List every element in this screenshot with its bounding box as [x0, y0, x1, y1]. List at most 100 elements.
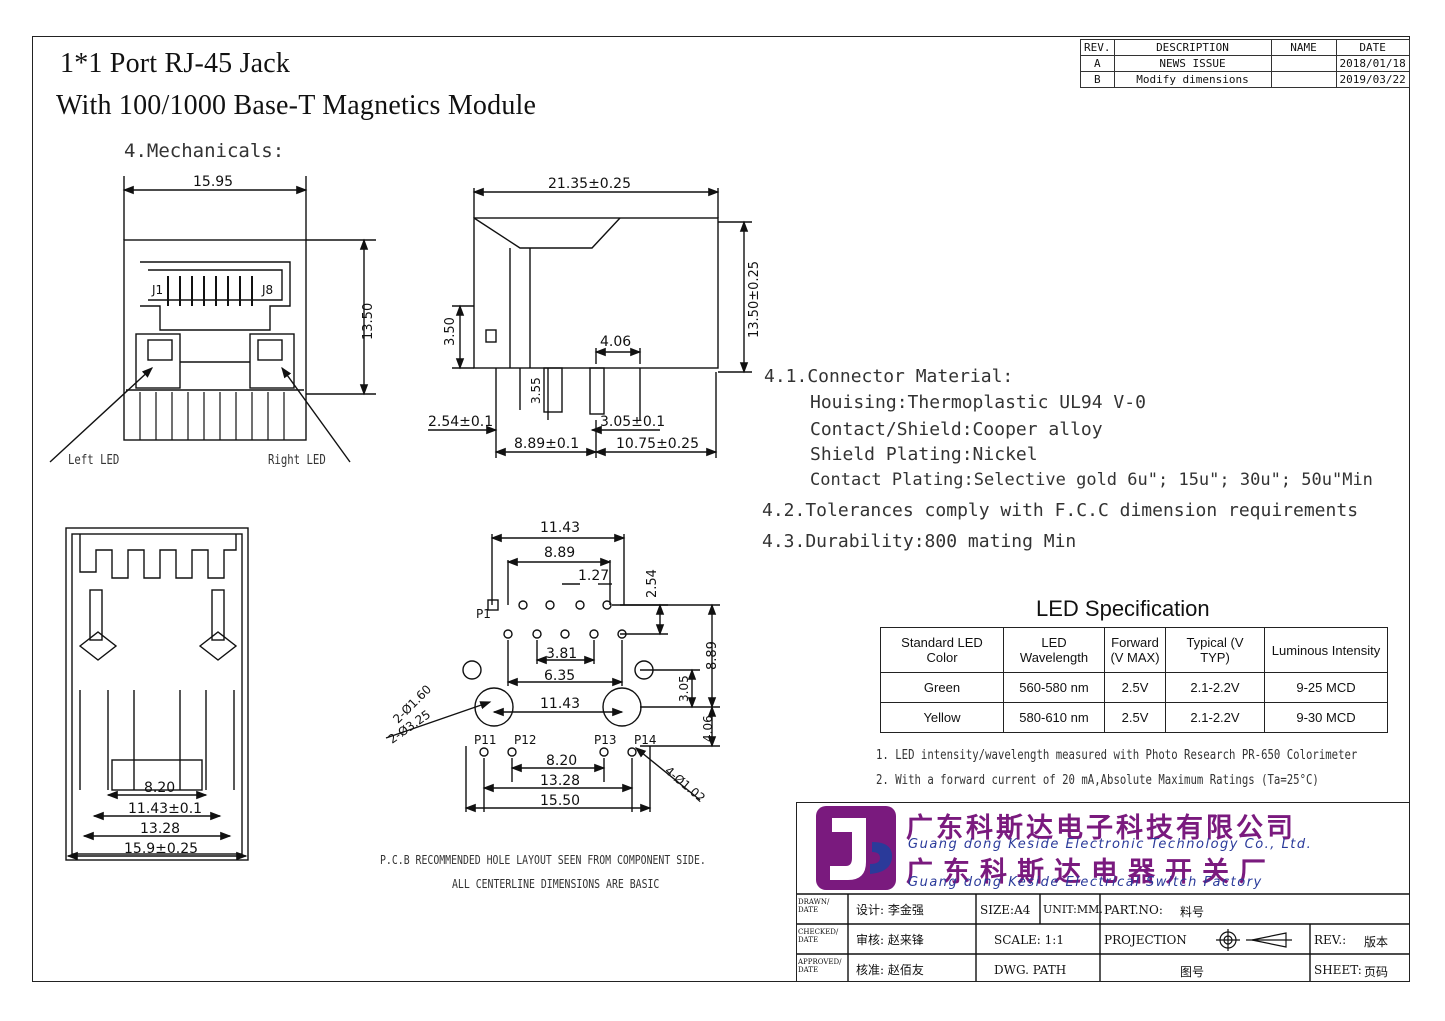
rev-header: REV.	[1080, 39, 1115, 56]
description-cell: Modify dimensions	[1113, 71, 1272, 88]
led-header-wavelength: LED Wavelength	[1003, 627, 1105, 673]
led-header-typical: Typical (V TYP)	[1165, 627, 1265, 673]
bottom-view	[65, 527, 249, 861]
pcb-dim-1328: 13.28	[540, 773, 580, 789]
scale: SCALE: 1:1	[994, 933, 1064, 947]
company-name-cn-2: 广东科斯达电器开关厂	[906, 857, 1276, 888]
title-block-lines	[796, 893, 1410, 982]
title-block	[796, 802, 1410, 982]
section-heading: 4.Mechanicals:	[124, 140, 285, 162]
led-spec-table: Standard LED Color LED Wavelength Forwar…	[880, 627, 1388, 733]
led-cell: 580-610 nm	[1003, 702, 1105, 733]
pcb-dim-820: 8.20	[546, 753, 577, 769]
pcb-note-1: P.C.B RECOMMENDED HOLE LAYOUT SEEN FROM …	[380, 853, 706, 867]
led-note-2: 2. With a forward current of 20 mA,Absol…	[876, 773, 1319, 788]
pcb-dim-1143-mid: 11.43	[540, 696, 580, 712]
left-led-label: Left LED	[68, 453, 120, 468]
pcb-dim-305: 3.05	[677, 675, 691, 702]
revision-table: REV. DESCRIPTION NAME DATE A NEWS ISSUE …	[1080, 39, 1410, 88]
led-cell: 2.1-2.2V	[1165, 672, 1265, 703]
led-note-1: 1. LED intensity/wavelength measured wit…	[876, 748, 1358, 763]
pcb-dim-889-right: 8.89	[705, 641, 720, 670]
designer: 设计: 李金强	[856, 903, 924, 917]
side-dim-1075: 10.75±0.25	[616, 436, 699, 452]
side-length-dim: 21.35±0.25	[548, 176, 631, 192]
pin-label-p12: P12	[514, 733, 537, 747]
spec-plating: Contact Plating:Selective gold 6u"; 15u"…	[810, 470, 1373, 490]
led-cell: 9-25 MCD	[1264, 672, 1388, 703]
bottom-dim-1143: 11.43±0.1	[128, 801, 202, 817]
rev-label: REV.:	[1314, 933, 1347, 947]
pin-label-p14: P14	[634, 733, 657, 747]
company-name-cn-1: 广东科斯达电子科技有限公司	[906, 813, 1296, 844]
drawing-number: 图号	[1180, 965, 1205, 979]
spec-shield: Shield Plating:Nickel	[810, 444, 1038, 465]
pcb-dim-127: 1.27	[578, 568, 609, 584]
company-name-en-2: Guang dong Keside Electrical Switch Fact…	[908, 875, 1263, 890]
led-cell: 2.1-2.2V	[1165, 702, 1265, 733]
part-no-label: PART.NO:	[1104, 903, 1163, 917]
pcb-layout	[385, 533, 720, 813]
pin-label-j8: J8	[261, 283, 273, 297]
spec-housing: Houising:Thermoplastic UL94 V-0	[810, 392, 1146, 413]
date-header: DATE	[1335, 39, 1410, 56]
pcb-dim-1550: 15.50	[540, 793, 580, 809]
rev-value: 版本	[1364, 935, 1389, 949]
pin-label-p11: P11	[474, 733, 497, 747]
pin-label-p13: P13	[594, 733, 617, 747]
led-cell: 2.5V	[1104, 702, 1166, 733]
projection-label: PROJECTION	[1104, 933, 1187, 947]
bottom-dim-159: 15.9±0.25	[124, 841, 198, 857]
checked-label: CHECKED/ DATE	[798, 928, 839, 944]
spec-contact: Contact/Shield:Cooper alloy	[810, 419, 1103, 440]
right-led-label: Right LED	[268, 453, 326, 468]
side-height-dim: 13.50±0.25	[747, 261, 762, 338]
hole-label-102: 4-Ø1.02	[662, 764, 708, 806]
pcb-dim-381: 3.81	[546, 646, 577, 662]
side-dim-889: 8.89±0.1	[514, 436, 579, 452]
side-dim-406: 4.06	[600, 334, 631, 350]
led-cell: 560-580 nm	[1003, 672, 1105, 703]
front-view	[49, 176, 376, 463]
part-no-value: 料号	[1180, 905, 1205, 919]
led-cell: Yellow	[880, 702, 1004, 733]
company-logo	[816, 806, 896, 890]
side-dim-305: 3.05±0.1	[600, 414, 665, 430]
spec-4-3: 4.3.Durability:800 mating Min	[762, 531, 1077, 552]
spec-4-2: 4.2.Tolerances comply with F.C.C dimensi…	[762, 500, 1359, 521]
pcb-dim-889-top: 8.89	[544, 545, 575, 561]
approver: 核准: 赵佰友	[856, 963, 924, 977]
led-header-forward: Forward (V MAX)	[1104, 627, 1166, 673]
company-name-en-1: Guang dong Keside Electronic Technology …	[908, 837, 1313, 852]
side-dim-355: 3.55	[529, 377, 543, 404]
dwg-path: DWG. PATH	[994, 963, 1067, 977]
front-height-dim: 13.50	[361, 303, 376, 340]
led-header-color: Standard LED Color	[880, 627, 1004, 673]
pcb-dim-406: 4.06	[701, 715, 715, 742]
pcb-dim-254: 2.54	[645, 569, 660, 598]
unit: UNIT:MM.	[1043, 903, 1103, 916]
led-spec-title: LED Specification	[1036, 596, 1210, 621]
pin-label-j1: J1	[151, 283, 163, 297]
sheet-size: SIZE:A4	[980, 903, 1031, 917]
sheet-value: 页码	[1364, 965, 1389, 979]
side-dim-254: 2.54±0.1	[428, 414, 493, 430]
approved-label: APPROVED/ DATE	[798, 958, 842, 974]
led-header-intensity: Luminous Intensity	[1264, 627, 1388, 673]
pcb-note-2: ALL CENTERLINE DIMENSIONS ARE BASIC	[452, 877, 660, 891]
drawing-sheet-border	[32, 36, 1410, 982]
side-view	[428, 187, 752, 458]
date-cell: 2019/03/22	[1335, 71, 1410, 88]
led-cell: 2.5V	[1104, 672, 1166, 703]
led-cell: Green	[880, 672, 1004, 703]
front-width-dim: 15.95	[193, 174, 233, 190]
pcb-dim-1143-top: 11.43	[540, 520, 580, 536]
reviewer: 审核: 赵来锋	[856, 933, 924, 947]
drawing-title-line2: With 100/1000 Base-T Magnetics Module	[56, 90, 537, 121]
drawing-title-line1: 1*1 Port RJ-45 Jack	[60, 48, 291, 79]
led-cell: 9-30 MCD	[1264, 702, 1388, 733]
bottom-dim-820: 8.20	[144, 780, 175, 796]
pcb-dim-635: 6.35	[544, 668, 575, 684]
projection-symbol-icon	[1216, 929, 1292, 951]
